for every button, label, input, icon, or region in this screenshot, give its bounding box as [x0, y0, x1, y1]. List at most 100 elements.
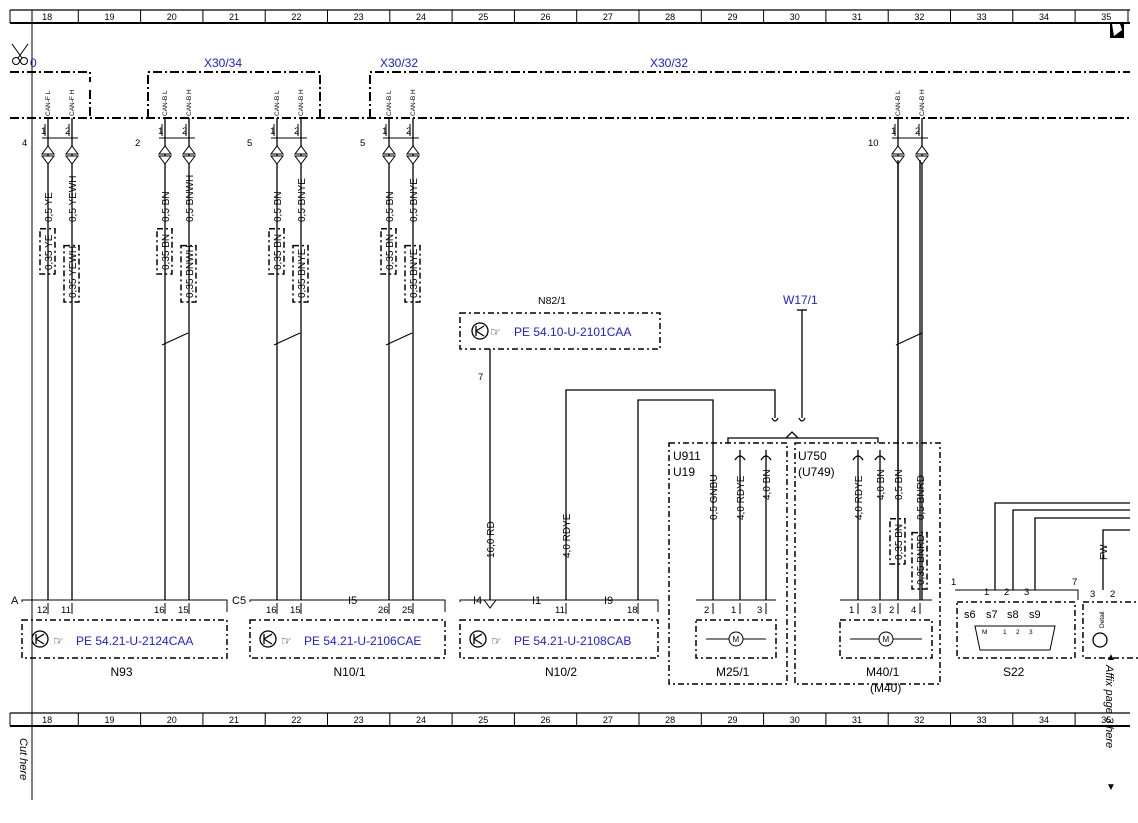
- cut-here-note: Cut here: [17, 738, 29, 780]
- arrow-up-icon: ▲: [1106, 652, 1116, 663]
- group-u750: U750 (U749): [794, 442, 941, 685]
- wire-label-gnbu: 0,5 GNBU: [709, 474, 720, 520]
- connector-boxes: [10, 71, 1130, 119]
- top-grid-col-26: 26: [541, 12, 551, 22]
- bus-signal-label: CAN-B L: [274, 90, 281, 116]
- bottom-grid-col-18: 18: [42, 715, 52, 725]
- wire-label-bn6: 0,5 BN: [894, 469, 905, 500]
- n93-pin: 16: [154, 605, 165, 616]
- top-grid-col-19: 19: [104, 12, 114, 22]
- n10_2-ref-link[interactable]: PE 54.21-U-2108CAB: [514, 634, 631, 648]
- n10_1-name: N10/1: [334, 665, 366, 679]
- connector-x30-32-b[interactable]: X30/32: [650, 56, 688, 70]
- connector-x30-34[interactable]: X30/34: [204, 56, 242, 70]
- n82-pin: 7: [478, 372, 483, 383]
- wire-label-b1: 0,35 YE: [44, 234, 55, 270]
- n93-conn: A: [11, 595, 19, 607]
- n10_2-conn: I4: [473, 595, 482, 607]
- wire-label-box: [180, 244, 197, 303]
- bottom-grid-col-19: 19: [104, 715, 114, 725]
- bus-signal-label: CAN-B L: [162, 90, 169, 116]
- wire-label-box: [63, 244, 80, 303]
- n10_1-pin: 15: [290, 605, 301, 616]
- s22-slot-s9: s9: [1029, 609, 1041, 621]
- bus-group-number: 4: [22, 138, 27, 149]
- pointer-hand-icon: ☞: [281, 634, 292, 648]
- n93-ref-link[interactable]: PE 54.21-U-2124CAA: [76, 634, 193, 648]
- wire-label-box: [911, 531, 928, 590]
- wire-label-b6: 0,35 BNYE: [297, 248, 308, 298]
- bottom-grid-col-22: 22: [291, 715, 301, 725]
- wire-label-box: [156, 228, 173, 275]
- n10_1-pin: 26: [378, 605, 389, 616]
- bus-pin-number: 1: [270, 126, 275, 137]
- wire-label-b4: 0,35 BNWH: [185, 245, 196, 298]
- bottom-grid-col-21: 21: [229, 715, 239, 725]
- bus-signal-label: CAN-B H: [410, 89, 417, 116]
- bus-pin-number: 1: [891, 126, 896, 137]
- wire-label-bn5: 4,0 BN: [876, 469, 887, 500]
- wire-label-w5: 0,5 BN: [273, 191, 284, 222]
- wire-label-box: [268, 228, 285, 275]
- top-grid-col-24: 24: [416, 12, 426, 22]
- wire-label-w7: 0,5 BN: [385, 191, 396, 222]
- wire-label-box: [292, 244, 309, 303]
- component-s22[interactable]: 1 s6 s7 s8 s9 M 1 2 3 1 2 3 S22: [951, 577, 1079, 679]
- connector-x30-32-a[interactable]: X30/32: [380, 56, 418, 70]
- n10_1-ref-link[interactable]: PE 54.21-U-2106CAE: [304, 634, 421, 648]
- bottom-grid-col-30: 30: [790, 715, 800, 725]
- motor-icon: M: [883, 635, 890, 644]
- n82-ref-link[interactable]: PE 54.10-U-2101CAA: [514, 325, 631, 339]
- w17-name[interactable]: W17/1: [783, 293, 818, 307]
- n10_1-conn2: I5: [348, 595, 357, 607]
- bus-pin-number: 1: [158, 126, 163, 137]
- bottom-grid-col-34: 34: [1039, 715, 1049, 725]
- pointer-hand-icon: ☞: [490, 325, 501, 339]
- top-grid-col-29: 29: [727, 12, 737, 22]
- bus-group-number: 10: [868, 138, 879, 149]
- m25-pin: 3: [757, 605, 762, 616]
- top-grid-col-27: 27: [603, 12, 613, 22]
- bus-group-number: 2: [135, 138, 140, 149]
- top-grid-col-34: 34: [1039, 12, 1049, 22]
- top-grid: [9, 9, 1130, 800]
- n10_1-conn: C5: [232, 595, 246, 607]
- wire-label-bnrd: 0,5 BNRD: [916, 475, 927, 520]
- partial-conn: 7: [1072, 577, 1077, 588]
- m40-name: M40/1: [866, 665, 900, 679]
- motor-icon: M: [733, 635, 740, 644]
- s22-sub-3: 3: [1029, 629, 1033, 636]
- bottom-grid-col-33: 33: [977, 715, 987, 725]
- top-grid-col-31: 31: [852, 12, 862, 22]
- wire-label-rdye2: 4,0 RDYE: [736, 475, 747, 520]
- s22-slot-s6: s6: [964, 609, 976, 621]
- m40-pin: 2: [889, 605, 894, 616]
- bottom-grid-col-27: 27: [603, 715, 613, 725]
- s22-pin-1: 1: [984, 587, 989, 598]
- component-n82-1[interactable]: N82/1 ☞ PE 54.10-U-2101CAA 7: [459, 295, 661, 609]
- m25-name: M25/1: [716, 665, 750, 679]
- m40-pin: 1: [849, 605, 854, 616]
- pointer-hand-icon: ☞: [53, 634, 64, 648]
- top-grid-col-30: 30: [790, 12, 800, 22]
- bottom-grid-col-29: 29: [727, 715, 737, 725]
- bus-pin-number: 2: [182, 126, 187, 137]
- n10_2-conn3: I9: [604, 595, 613, 607]
- u19-label: U19: [673, 465, 695, 479]
- wire-label-box: [404, 244, 421, 303]
- n82-name: N82/1: [538, 295, 566, 307]
- bus-signal-label: CAN-B H: [919, 89, 926, 116]
- s22-sub-1: 1: [1003, 629, 1007, 636]
- bottom-grid-col-32: 32: [914, 715, 924, 725]
- wire-label-w3: 0,5 BN: [161, 191, 172, 222]
